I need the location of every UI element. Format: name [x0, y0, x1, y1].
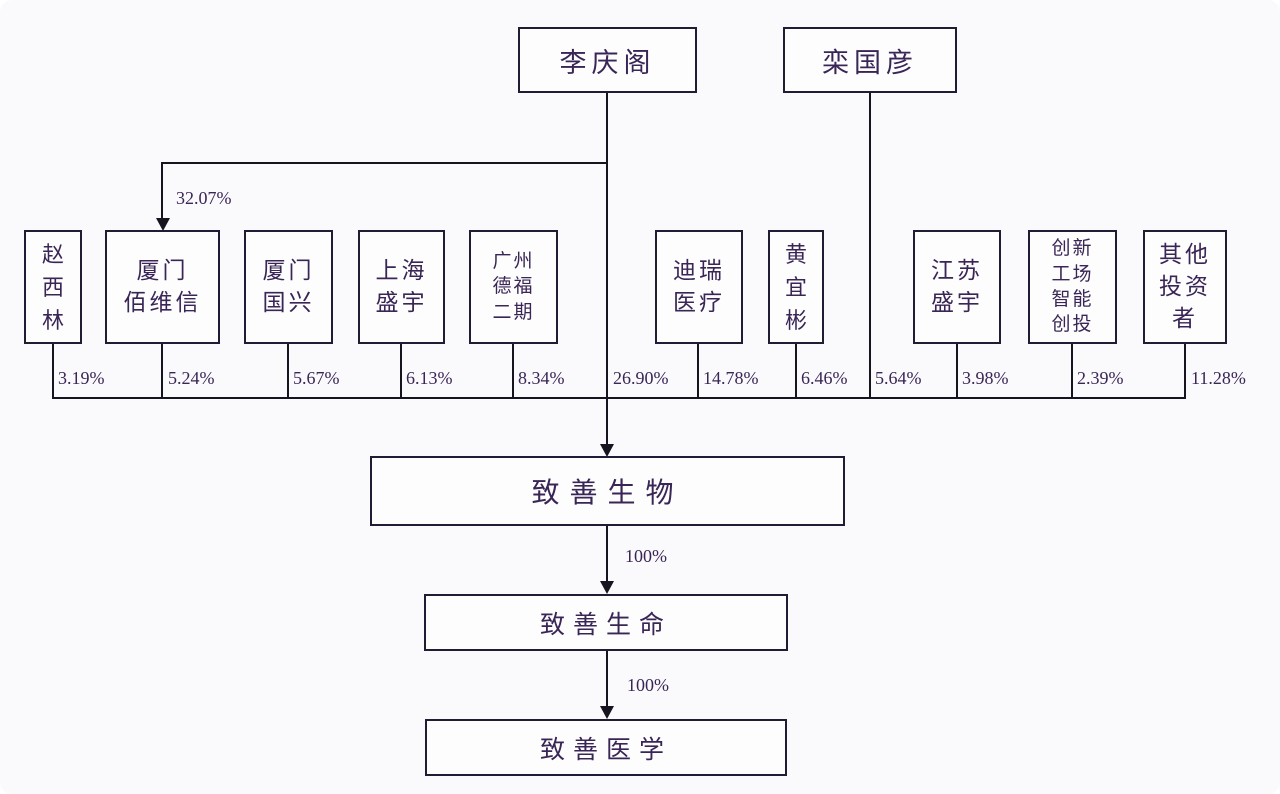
pct-label-xiamen-guoxing: 5.67%	[293, 368, 340, 388]
node-huang-yibin: 黄 宜 彬	[768, 230, 824, 344]
stem-huang-yibin	[795, 344, 797, 398]
arrowhead-into-bio-icon	[600, 444, 614, 457]
pct-label-bio-owns-life: 100%	[625, 546, 667, 566]
pct-label-li-in-baiweixin: 32.07%	[176, 188, 232, 208]
pct-label-zhao-xilin: 3.19%	[58, 368, 105, 388]
pct-label-innovation-works: 2.39%	[1077, 368, 1124, 388]
pct-label-other-investors: 11.28%	[1191, 368, 1246, 388]
pct-label-guangzhou-defu: 8.34%	[518, 368, 565, 388]
arrowhead-into-baiweixin-icon	[156, 218, 170, 231]
stem-guangzhou-defu	[512, 344, 514, 398]
node-zhishan-life: 致善生命	[424, 594, 788, 651]
pct-label-jiangsu-shengyu: 3.98%	[962, 368, 1009, 388]
node-li-qingge: 李庆阁	[518, 27, 697, 93]
node-xiamen-baiweixin: 厦门 佰维信	[105, 230, 220, 344]
node-innovation-works-ai-fund: 创新 工场 智能 创投	[1028, 230, 1117, 344]
node-zhao-xilin: 赵 西 林	[24, 230, 82, 344]
connector-branch-horizontal	[161, 162, 608, 164]
pct-label-shanghai-shengyu: 6.13%	[406, 368, 453, 388]
node-xiamen-guoxing: 厦门 国兴	[244, 230, 333, 344]
node-jiangsu-shengyu: 江苏 盛宇	[913, 230, 1001, 344]
pct-label-li-direct: 26.90%	[613, 368, 669, 388]
node-zhishan-medical: 致善医学	[425, 719, 787, 776]
node-zhishan-bio: 致善生物	[370, 456, 845, 526]
connector-bus-line	[52, 397, 1186, 399]
pct-label-dirui-medical: 14.78%	[703, 368, 759, 388]
pct-label-luan-direct: 5.64%	[875, 368, 922, 388]
stem-shanghai-shengyu	[400, 344, 402, 398]
connector-life-to-medical	[606, 651, 608, 707]
stem-xiamen-guoxing	[287, 344, 289, 398]
connector-luan-to-bus	[869, 93, 871, 398]
arrowhead-into-life-icon	[600, 581, 614, 594]
stem-jiangsu-shengyu	[956, 344, 958, 398]
connector-bio-to-life	[606, 526, 608, 582]
connector-li-to-bio	[606, 93, 608, 444]
stem-other-investors	[1184, 344, 1186, 398]
stem-zhao-xilin	[52, 344, 54, 398]
connector-branch-vertical	[161, 162, 163, 220]
node-shanghai-shengyu: 上海 盛宇	[358, 230, 445, 344]
pct-label-life-owns-medical: 100%	[627, 675, 669, 695]
node-other-investors: 其他 投资 者	[1143, 230, 1227, 344]
pct-label-huang-yibin: 6.46%	[801, 368, 848, 388]
stem-innovation-works	[1071, 344, 1073, 398]
node-guangzhou-defu-phase2: 广州 德福 二期	[469, 230, 558, 344]
pct-label-xiamen-baiweixin: 5.24%	[168, 368, 215, 388]
node-luan-guoyan: 栾国彦	[783, 27, 957, 93]
stem-xiamen-baiweixin	[161, 344, 163, 398]
node-dirui-medical: 迪瑞 医疗	[655, 230, 743, 344]
arrowhead-into-medical-icon	[600, 706, 614, 719]
stem-dirui-medical	[697, 344, 699, 398]
